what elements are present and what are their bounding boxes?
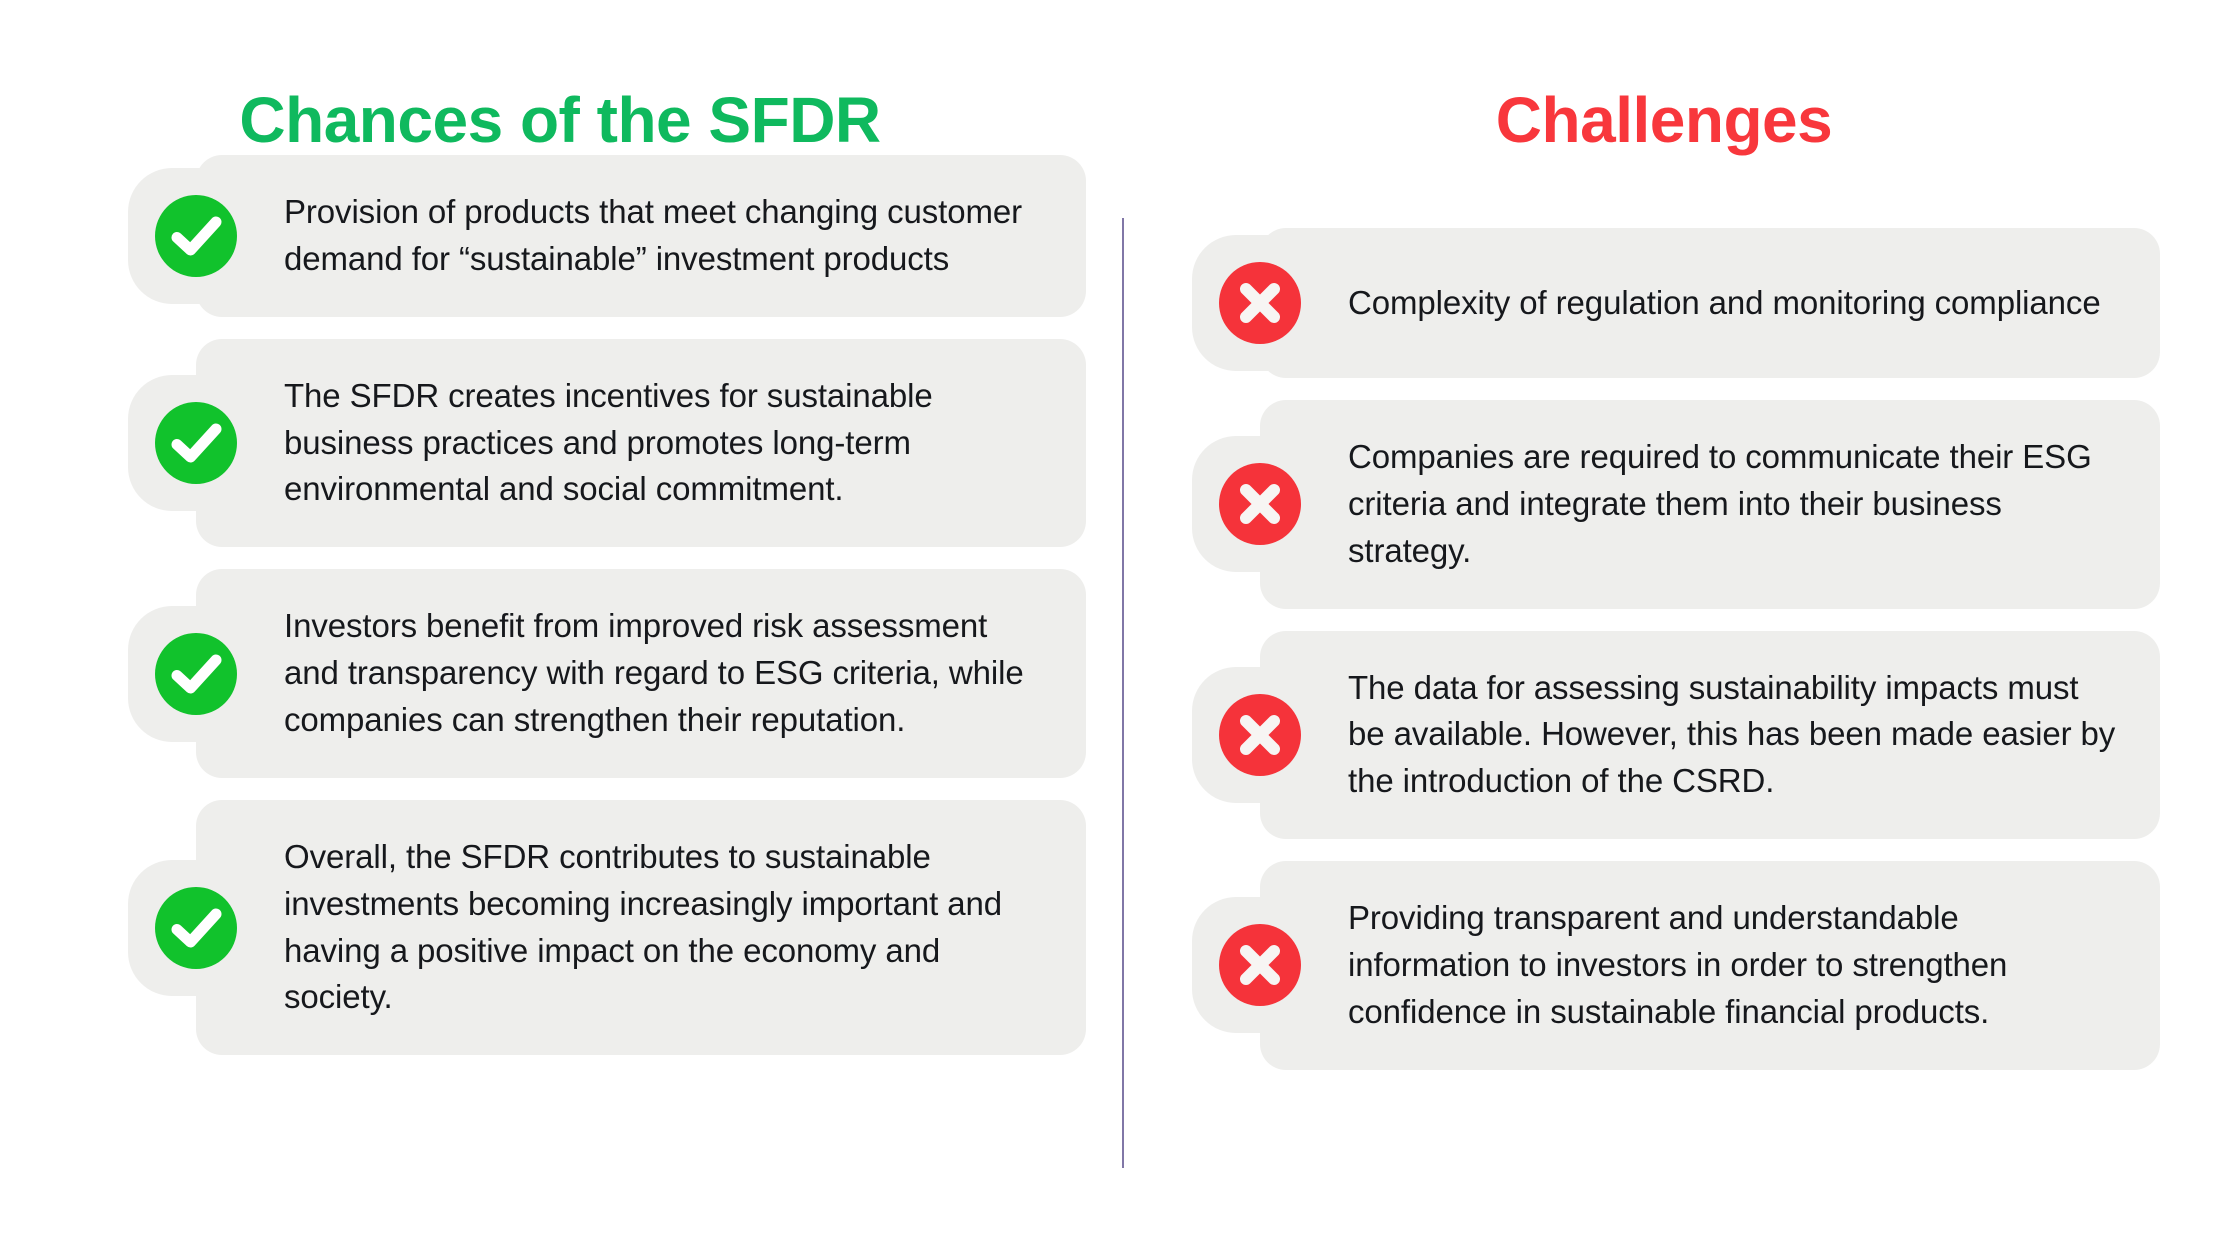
list-item: The SFDR creates incentives for sustaina… [128,338,1086,548]
x-circle-icon [1214,257,1306,349]
x-circle-icon [1214,689,1306,781]
list-item-text: Investors benefit from improved risk ass… [284,607,1024,739]
list-item: Complexity of regulation and monitoring … [1192,228,2160,378]
list-item-text: Overall, the SFDR contributes to sustain… [284,837,1002,1016]
x-circle-icon [1214,458,1306,550]
column-heading-challenges: Challenges [1495,84,1833,156]
list-item: Provision of products that meet changing… [128,155,1086,317]
check-circle-icon [150,397,242,489]
list-item-text: Companies are required to communicate th… [1348,438,2092,569]
column-chances: Chances of the SFDR Provision of product… [60,0,1140,1260]
column-challenges: Challenges Complexity of regulation and … [1140,0,2220,1260]
column-divider [1122,218,1124,1168]
card-list-challenges: Complexity of regulation and monitoring … [1192,228,2160,1092]
list-item: Investors benefit from improved risk ass… [128,569,1086,778]
list-item-text: Providing transparent and understandable… [1348,899,2008,1030]
list-item-text: Provision of products that meet changing… [284,193,1022,277]
card-list-chances: Provision of products that meet changing… [128,155,1086,1077]
list-item-text: The SFDR creates incentives for sustaina… [284,376,933,508]
list-item: Providing transparent and understandable… [1192,861,2160,1070]
list-item: Overall, the SFDR contributes to sustain… [128,799,1086,1056]
list-item: The data for assessing sustainability im… [1192,630,2160,840]
check-circle-icon [150,190,242,282]
check-circle-icon [150,628,242,720]
column-heading-chances: Chances of the SFDR [239,84,881,156]
list-item-text: Complexity of regulation and monitoring … [1348,283,2101,321]
x-circle-icon [1214,919,1306,1011]
check-circle-icon [150,882,242,974]
list-item-text: The data for assessing sustainability im… [1348,668,2116,800]
list-item: Companies are required to communicate th… [1192,400,2160,609]
